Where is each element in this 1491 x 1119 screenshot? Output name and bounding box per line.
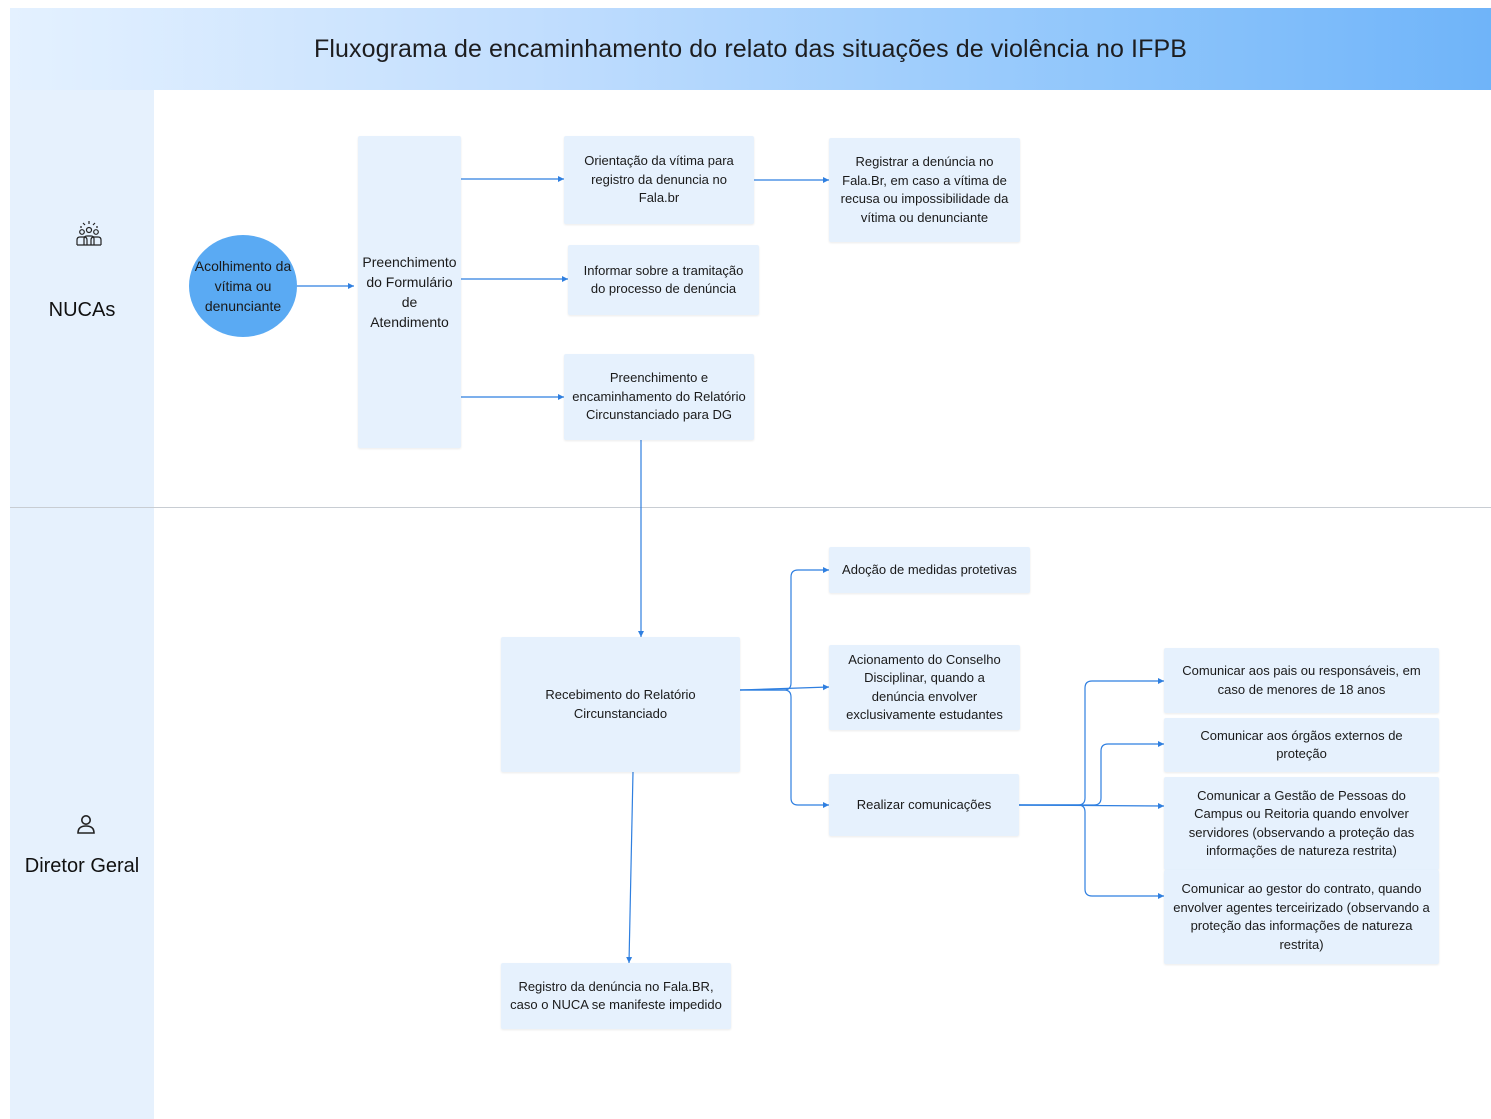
diagram-header: Fluxograma de encaminhamento do relato d… [10, 8, 1491, 90]
edge-recebimento-registro [626, 771, 634, 964]
person-icon [75, 813, 97, 835]
node-comunicar-gestor: Comunicar ao gestor do contrato, quando … [1164, 870, 1439, 964]
edge-recebimento-medidas [740, 567, 829, 691]
edge-comunicacoes-orgaos [1011, 741, 1164, 806]
edge-recebimento-comunicacoes [740, 689, 829, 808]
node-preenchimento-formulario: Preenchimento do Formulário de Atendimen… [358, 136, 461, 448]
node-orientacao: Orientação da vítima para registro da de… [564, 136, 754, 224]
node-acolhimento: Acolhimento da vítima ou denunciante [189, 235, 297, 337]
edge-comunicacoes-gestor [1011, 804, 1164, 899]
node-comunicar-pais: Comunicar aos pais ou responsáveis, em c… [1164, 648, 1439, 713]
node-medidas-protetivas: Adoção de medidas protetivas [829, 547, 1030, 593]
node-realizar-comunicacoes: Realizar comunicações [829, 774, 1019, 836]
lane-header-column [10, 90, 154, 1119]
node-conselho-disciplinar: Acionamento do Conselho Disciplinar, qua… [829, 645, 1020, 730]
edge-comunicacoes-pais [1011, 678, 1164, 806]
node-comunicar-orgaos: Comunicar aos órgãos externos de proteçã… [1164, 718, 1439, 772]
lane-divider [10, 507, 1491, 508]
diagram-title: Fluxograma de encaminhamento do relato d… [313, 34, 1188, 63]
node-registro-falabr: Registro da denúncia no Fala.BR, caso o … [501, 963, 731, 1029]
node-comunicar-gestao: Comunicar a Gestão de Pessoas do Campus … [1164, 777, 1439, 870]
lane-label-diretor-geral: Diretor Geral [24, 855, 140, 877]
lane-label-nucas: NUCAs [48, 299, 116, 321]
node-recebimento-relatorio: Recebimento do Relatório Circunstanciado [501, 637, 740, 772]
group-icon [74, 218, 104, 248]
node-informar-tramitacao: Informar sobre a tramitação do processo … [568, 245, 759, 315]
node-relatorio-encaminhamento: Preenchimento e encaminhamento do Relató… [564, 354, 754, 440]
node-registrar-denuncia: Registrar a denúncia no Fala.Br, em caso… [829, 138, 1020, 242]
